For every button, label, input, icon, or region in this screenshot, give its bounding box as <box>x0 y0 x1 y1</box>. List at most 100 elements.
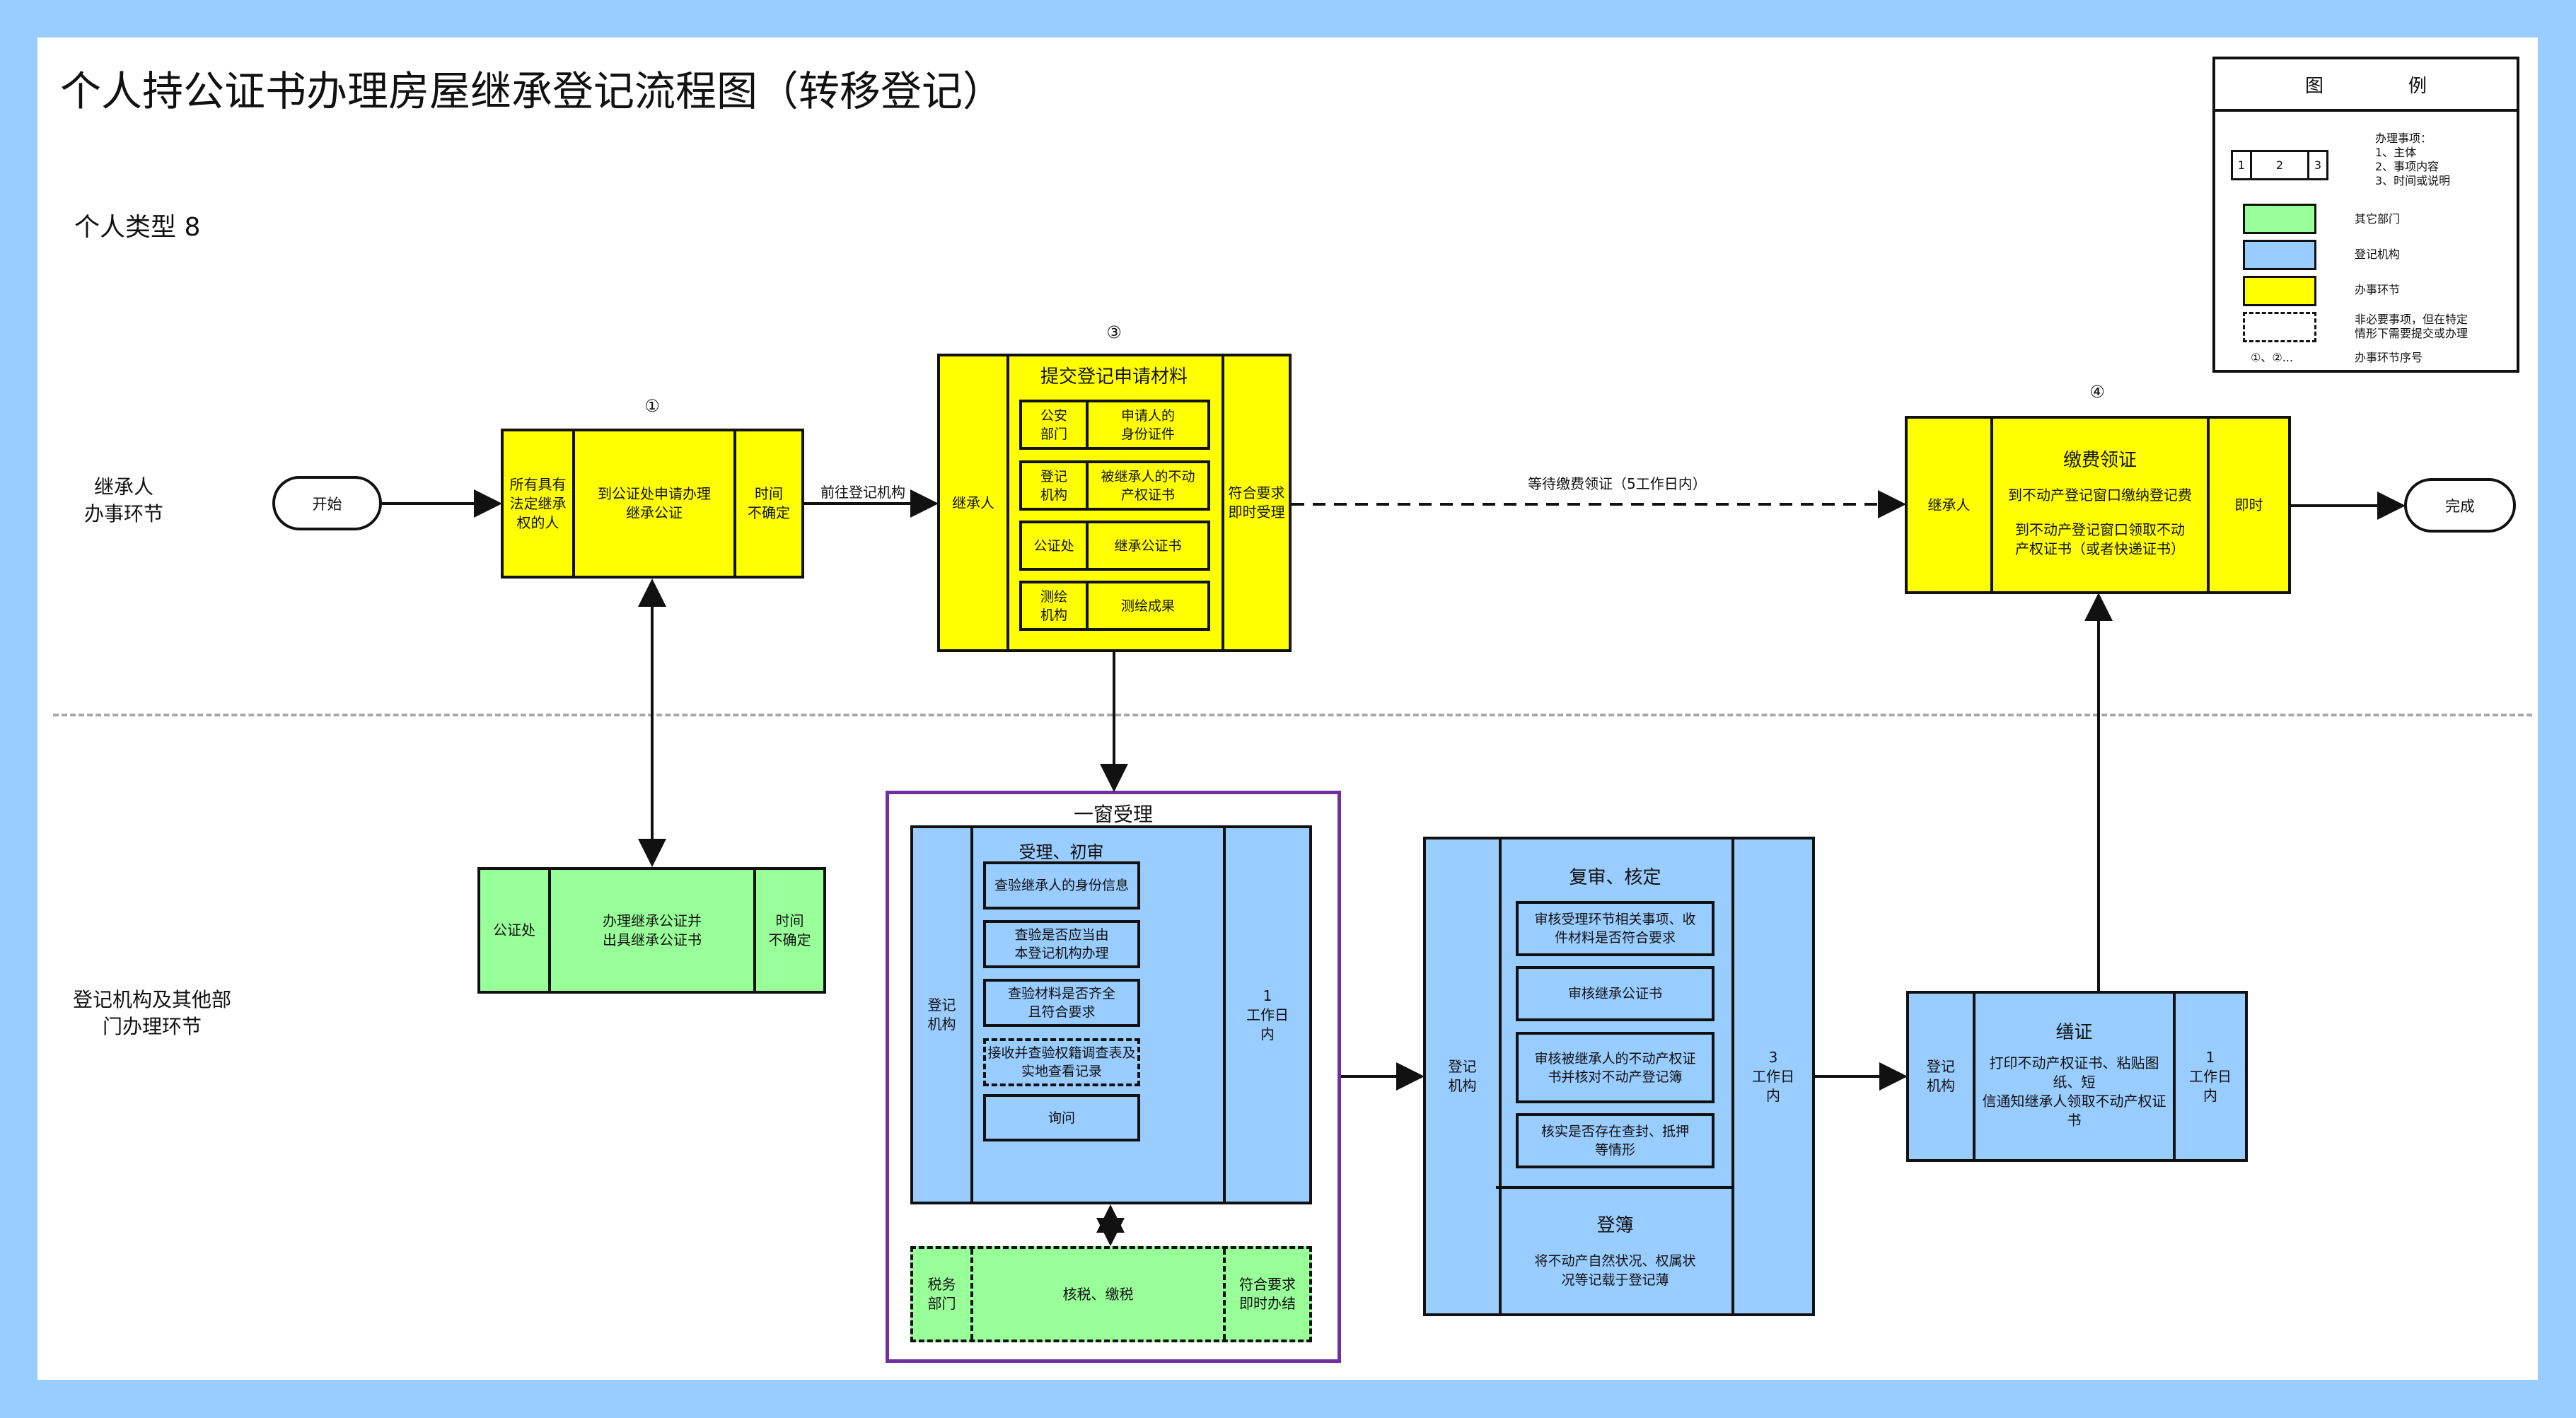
text-line: 税务 <box>927 1276 956 1293</box>
lane-label-line: 门办理环节 <box>102 1015 202 1038</box>
text-line: 等情形 <box>1594 1142 1635 1158</box>
text-line: 机构 <box>1040 487 1067 503</box>
legend-swatch-registry <box>2243 240 2316 270</box>
text-line: 产权证书（或者快递证书） <box>2015 540 2185 557</box>
text-line: 继承人 <box>952 494 994 511</box>
legend-label-other-dept: 其它部门 <box>2355 212 2401 226</box>
material-source: 公证处 <box>1022 523 1089 568</box>
text-line: 打印不动产权证书、粘贴图纸、短 <box>1989 1054 2159 1091</box>
material-row: 公证处 继承公证书 <box>1019 521 1210 571</box>
text-line: 件材料是否符合要求 <box>1554 930 1676 946</box>
text-line: 查验是否应当由 <box>1014 927 1109 943</box>
text-line: 接收并查验权籍调查表及 <box>987 1045 1136 1061</box>
text-line: 时间 <box>775 912 804 929</box>
text-line: 审核继承公证书 <box>1567 986 1662 1001</box>
step4-title: 缴费领证 <box>2062 450 2137 471</box>
accept-content <box>970 828 1223 1202</box>
text-line: 符合要求 <box>1228 484 1285 501</box>
legend-header: 图 例 <box>2215 59 2517 112</box>
notary-subject: 公证处 <box>480 870 548 991</box>
notary-box: 公证处 办理继承公证并 出具继承公证书 时间 不确定 <box>477 867 826 994</box>
certify-title: 缮证 <box>2055 1021 2093 1043</box>
text-line: 法定继承 <box>509 494 567 512</box>
text-line: 部门 <box>927 1295 956 1312</box>
register-title: 登簿 <box>1596 1215 1634 1236</box>
text-line: 审核被继承人的不动产权证 <box>1534 1050 1696 1067</box>
text-line: 登记 <box>1040 468 1067 484</box>
text-line: 办理继承公证并 <box>603 912 702 929</box>
legend-sample-box: 1 2 3 <box>2231 150 2328 180</box>
text-line: 出具继承公证书 <box>603 931 702 948</box>
text-line: 被继承人的不动 <box>1101 468 1195 484</box>
step4-box: 继承人 缴费领证 到不动产登记窗口缴纳登记费 到不动产登记窗口领取不动 产权证书… <box>1905 416 2291 594</box>
text-line: 机构 <box>1040 607 1067 623</box>
text-line: 实地查看记录 <box>1021 1064 1102 1079</box>
text-line: 3 <box>1768 1048 1778 1066</box>
step3-content <box>1006 356 1222 649</box>
legend-sample-cell: 2 <box>2252 152 2309 178</box>
step3-subject: 继承人 <box>940 356 1006 649</box>
material-item: 测绘成果 <box>1089 583 1207 628</box>
legend-swatch-optional <box>2243 312 2316 342</box>
accept-subject: 登记 机构 <box>913 828 970 1202</box>
text-line: 且符合要求 <box>1028 1004 1096 1020</box>
legend-optional-line: 情形下需要提交或办理 <box>2355 327 2468 340</box>
step1-subject: 所有具有 法定继承 权的人 <box>504 431 572 576</box>
text-line: 核实是否存在查封、抵押 <box>1541 1124 1689 1139</box>
lane-label-line: 继承人 <box>93 475 153 499</box>
text-line: 公安 <box>1040 407 1067 424</box>
certify-time: 1 工作日 内 <box>2173 994 2245 1159</box>
legend-item: 2、事项内容 <box>2375 160 2439 173</box>
step4-content: 缴费领证 到不动产登记窗口缴纳登记费 到不动产登记窗口领取不动 产权证书（或者快… <box>1990 419 2207 591</box>
end-label: 完成 <box>2445 497 2475 515</box>
legend-label-registry: 登记机构 <box>2355 248 2401 261</box>
text-line: 即时办结 <box>1239 1295 1296 1312</box>
text-line: 核税、缴税 <box>1062 1285 1134 1303</box>
certify-content: 缮证 打印不动产权证书、粘贴图纸、短 信通知继承人领取不动产权证书 <box>1973 994 2173 1159</box>
accept-time: 1 工作日 内 <box>1223 828 1309 1202</box>
page-title: 个人持公证书办理房屋继承登记流程图（转移登记） <box>60 67 1004 115</box>
text-line: 部门 <box>1040 426 1067 442</box>
accept-item: 询问 <box>983 1094 1140 1141</box>
tax-subject: 税务 部门 <box>913 1249 970 1339</box>
lane-label-line: 办事环节 <box>83 502 163 525</box>
legend: 图 例 1 2 3 办理事项： 1、主体 2、事项内容 3、时间或说明 其它部门… <box>2212 57 2519 373</box>
text-line: 机构 <box>1448 1077 1477 1094</box>
notary-content: 办理继承公证并 出具继承公证书 <box>548 870 753 991</box>
text-line: 身份证件 <box>1120 426 1175 442</box>
text-line: 1 <box>2205 1048 2215 1066</box>
text-line: 权的人 <box>516 513 559 531</box>
text-line: 询问 <box>1048 1110 1075 1126</box>
text-line: 机构 <box>1927 1077 1955 1094</box>
legend-optional-line: 非必要事项，但在特定 <box>2355 313 2468 326</box>
text-line: 继承人 <box>1927 496 1971 513</box>
text-line: 产权证书 <box>1120 487 1175 503</box>
text-line: 工作日 <box>1246 1006 1289 1023</box>
step-number-4: ④ <box>2089 382 2105 402</box>
tax-content: 核税、缴税 <box>970 1249 1223 1339</box>
material-source: 测绘 机构 <box>1022 583 1089 628</box>
text-line: 内 <box>1766 1086 1780 1104</box>
text-line: 况等记载于登记薄 <box>1561 1272 1669 1288</box>
step4-subject: 继承人 <box>1908 419 1990 591</box>
step3-time: 符合要求 即时受理 <box>1222 356 1289 649</box>
legend-swatch-other-dept <box>2243 204 2316 234</box>
legend-label-seq: 办事环节序号 <box>2355 351 2423 364</box>
text-line: 登记 <box>927 996 956 1013</box>
review-divider <box>1496 1186 1734 1189</box>
text-line: 内 <box>2203 1086 2217 1104</box>
text-line: 即时受理 <box>1228 504 1285 521</box>
review-item: 审核被继承人的不动产权证 书并核对不动产登记簿 <box>1516 1032 1715 1103</box>
legend-title: 图 <box>2304 75 2323 97</box>
accept-item: 查验是否应当由 本登记机构办理 <box>983 920 1140 968</box>
material-item: 被继承人的不动 产权证书 <box>1089 463 1207 508</box>
text-line: 查验继承人的身份信息 <box>994 878 1129 893</box>
one-window-title: 一窗受理 <box>1073 803 1153 826</box>
step-number-1: ① <box>644 396 660 416</box>
text-line: 符合要求 <box>1239 1276 1296 1293</box>
text-line: 工作日 <box>2189 1067 2232 1085</box>
notary-time: 时间 不确定 <box>753 870 823 991</box>
material-item: 申请人的 身份证件 <box>1089 402 1207 447</box>
edge-label-wait-payment: 等待缴费领证（5工作日内） <box>1528 475 1707 492</box>
step4-time: 即时 <box>2207 419 2288 591</box>
